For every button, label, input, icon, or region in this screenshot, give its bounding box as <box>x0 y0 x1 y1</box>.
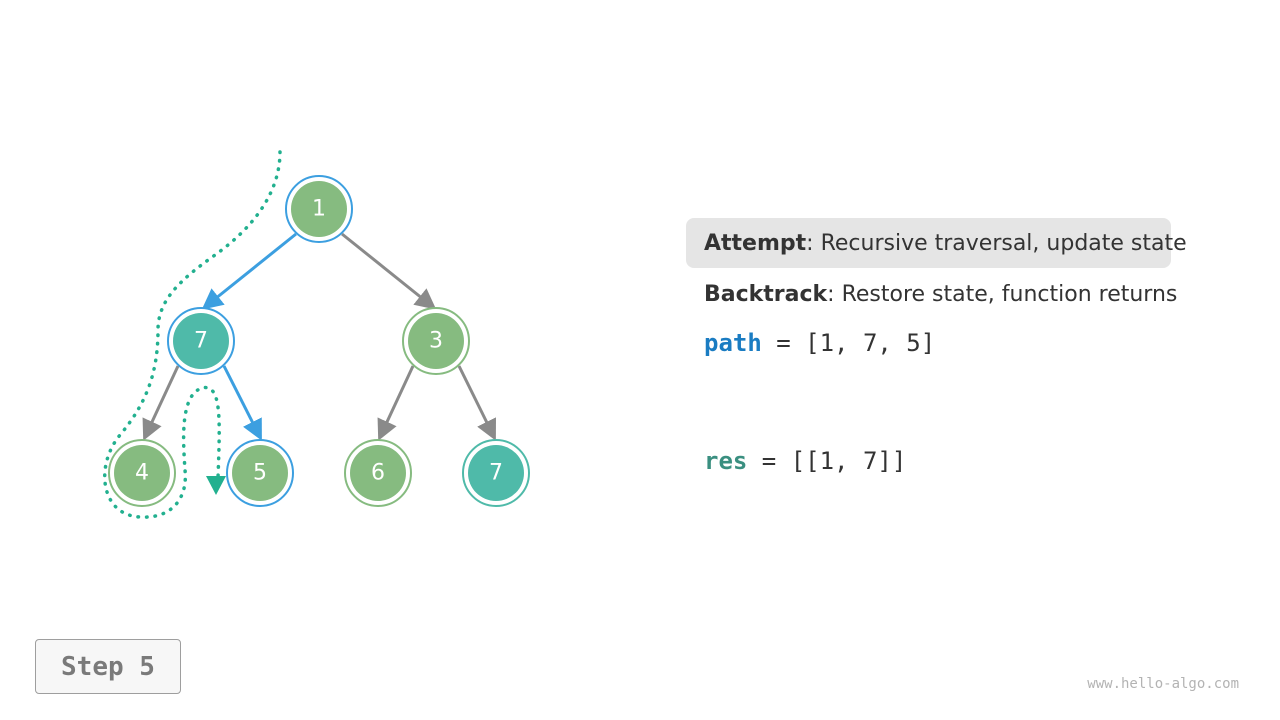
edge-7-5 <box>222 365 262 441</box>
node-label: 7 <box>489 461 503 486</box>
legend-backtrack-term: Backtrack <box>704 281 828 307</box>
edge-3-6 <box>377 365 415 441</box>
tree-node-3: 3 <box>402 307 470 375</box>
legend-attempt-term: Attempt <box>704 230 807 256</box>
trace-arrowhead-icon <box>206 476 226 495</box>
node-label: 3 <box>429 329 443 354</box>
step-indicator: Step 5 <box>35 639 181 694</box>
watermark: www.hello-algo.com <box>1087 676 1239 692</box>
tree-node-7-left: 7 <box>167 307 235 375</box>
tree-node-4: 4 <box>108 439 176 507</box>
tree-node-7-right: 7 <box>462 439 530 507</box>
edge-1-7 <box>201 232 297 310</box>
node-label: 6 <box>371 461 385 486</box>
tree-node-1: 1 <box>285 175 353 243</box>
legend-backtrack-desc: : Restore state, function returns <box>827 281 1178 307</box>
edge-3-7 <box>457 365 496 441</box>
node-label: 5 <box>253 461 267 486</box>
node-label: 7 <box>194 329 208 354</box>
edge-1-3 <box>341 232 437 310</box>
node-label: 1 <box>312 197 326 222</box>
legend-backtrack: Backtrack: Restore state, function retur… <box>686 269 1177 319</box>
tree-node-6: 6 <box>344 439 412 507</box>
traversal-trace <box>102 150 282 519</box>
edge-7-4 <box>142 365 180 441</box>
tree-node-5: 5 <box>226 439 294 507</box>
path-var: path <box>704 329 762 357</box>
res-code-line: res = [[1, 7]] <box>704 447 906 475</box>
path-value: = [1, 7, 5] <box>761 329 936 357</box>
legend-attempt: Attempt: Recursive traversal, update sta… <box>686 218 1187 268</box>
res-value: = [[1, 7]] <box>747 447 907 475</box>
node-label: 4 <box>135 461 149 486</box>
path-code-line: path = [1, 7, 5] <box>704 329 935 357</box>
res-var: res <box>704 447 748 475</box>
legend-attempt-desc: : Recursive traversal, update state <box>806 230 1187 256</box>
